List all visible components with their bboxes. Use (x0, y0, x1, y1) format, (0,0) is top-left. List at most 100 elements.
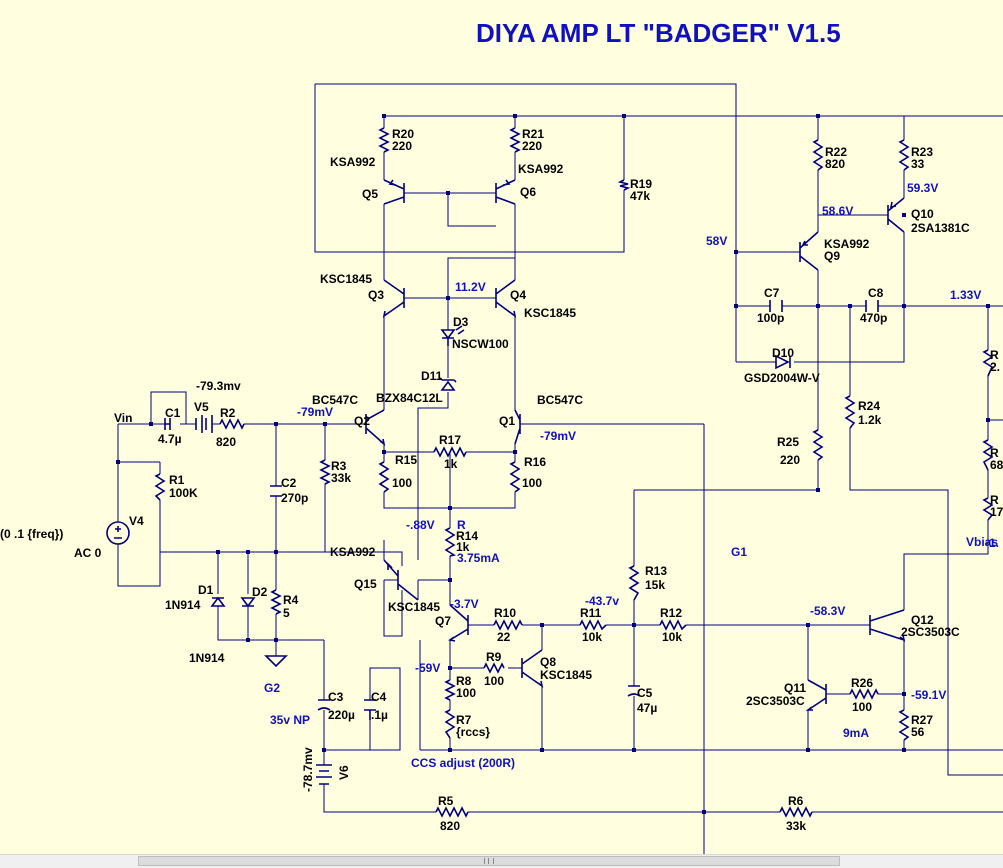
r27-ref: R27 (911, 713, 933, 727)
r8-value: 100 (456, 686, 476, 700)
r25-value: 220 (780, 453, 800, 467)
resistor-edge-c-symbol (982, 497, 994, 521)
r22-value: 820 (825, 157, 845, 171)
edge-resistor-c-ref: R (990, 493, 999, 507)
q7-ref: Q7 (435, 614, 451, 628)
q2-ref: Q2 (354, 414, 370, 428)
d10-ref: D10 (772, 346, 794, 360)
resistor-r21-symbol (509, 127, 521, 153)
diode-d10-symbol (775, 354, 791, 370)
d1-ref: D1 (198, 583, 214, 597)
resistor-r13-symbol (628, 565, 640, 601)
r12-value: 10k (662, 630, 682, 644)
resistor-r19-symbol (617, 179, 631, 191)
r2-ref: R2 (220, 406, 236, 420)
edge-resistor-b-value: 68 (990, 458, 1003, 472)
resistor-r23-symbol (898, 139, 910, 171)
r24-ref: R24 (858, 399, 880, 413)
d1-part: 1N914 (165, 598, 201, 612)
transistor-q15-symbol (383, 559, 419, 601)
edge-resistor-a-value: 2. (990, 360, 1000, 374)
capacitor-c4-symbol (364, 699, 376, 720)
r16-value: 100 (522, 476, 542, 490)
edge-resistor-a-ref: R (990, 348, 999, 362)
q9-part: KSA992 (824, 237, 870, 251)
resistor-r22-symbol (812, 139, 824, 171)
r6-ref: R6 (788, 794, 804, 808)
resistor-r12-symbol (659, 619, 687, 631)
q12-part: 2SC3503C (901, 625, 960, 639)
r15-value: 100 (392, 476, 412, 490)
resistor-r4-symbol (270, 589, 282, 615)
r20-ref: R20 (392, 127, 414, 141)
resistor-r17-symbol (433, 446, 467, 458)
transistor-q9-symbol (799, 231, 819, 271)
r14-ref: R14 (456, 529, 478, 543)
r26-value: 100 (852, 700, 872, 714)
transistor-q4-symbol (495, 279, 517, 318)
voltage-q2-base: -79mV (297, 405, 333, 419)
capacitor-c5-symbol (627, 685, 641, 697)
voltage-q1-base: -79mV (540, 429, 576, 443)
q9-ref: Q9 (824, 249, 840, 263)
resistor-r26-symbol (849, 688, 879, 700)
resistor-r24-symbol (844, 395, 856, 429)
capacitor-c8-symbol (865, 300, 879, 312)
q8-part: KSC1845 (540, 668, 592, 682)
c7-value: 100p (757, 311, 784, 325)
note-35v-np: 35v NP (270, 713, 310, 727)
resistor-r9-symbol (483, 662, 505, 674)
voltage-edge-neg-1: -1. (985, 536, 999, 550)
q7-part: KSC1845 (388, 600, 440, 614)
q4-ref: Q4 (510, 288, 526, 302)
transistor-q3-symbol (382, 279, 405, 318)
r10-value: 22 (497, 630, 511, 644)
resistor-r2-symbol (219, 418, 245, 430)
d2-part: 1N914 (189, 651, 225, 665)
r3-ref: R3 (331, 459, 347, 473)
r12-ref: R12 (660, 606, 682, 620)
v4-ref: V4 (129, 514, 144, 528)
q1-ref: Q1 (499, 414, 515, 428)
d11-ref: D11 (421, 369, 443, 383)
voltage-59-3v: 59.3V (907, 181, 938, 195)
r14-value: 1k (456, 540, 470, 554)
transistor-q2-symbol (365, 409, 386, 446)
transistor-q8-symbol (521, 649, 544, 688)
net-vbias: Vbias (966, 535, 998, 549)
r13-value: 15k (645, 578, 665, 592)
net-vin: Vin (114, 411, 132, 425)
voltage-58v: 58V (706, 234, 727, 248)
r19-value: 47k (630, 189, 650, 203)
d3-ref: D3 (453, 315, 469, 329)
r16-ref: R16 (524, 455, 546, 469)
voltage-neg-0-88v: -.88V (406, 518, 435, 532)
horizontal-scrollbar[interactable] (0, 854, 1003, 868)
resistor-r14-symbol (444, 527, 457, 557)
net-r: R (457, 518, 466, 532)
r4-ref: R4 (283, 593, 299, 607)
q15-part: KSA992 (330, 545, 376, 559)
transistor-q12-symbol (869, 609, 906, 642)
r4-value: 5 (283, 606, 290, 620)
r3-value: 33k (331, 471, 351, 485)
scrollbar-thumb[interactable] (138, 856, 840, 866)
r23-value: 33 (911, 157, 925, 171)
r1-ref: R1 (169, 473, 185, 487)
r15-ref: R15 (395, 453, 417, 467)
r21-value: 220 (522, 139, 542, 153)
r25-ref: R25 (777, 435, 799, 449)
r2-value: 820 (216, 435, 236, 449)
transistor-q6-symbol (495, 179, 516, 205)
r9-value: 100 (484, 674, 504, 688)
r17-ref: R17 (439, 433, 461, 447)
r27-value: 56 (911, 725, 925, 739)
r17-value: 1k (444, 457, 458, 471)
voltage-11-2v: 11.2V (455, 280, 486, 294)
component-labels: R20 220 R21 220 KSA992 KSA992 Q5 Q6 R19 … (0, 127, 1003, 833)
v4-line1: (0 .1 {freq}) (0, 527, 63, 541)
r11-ref: R11 (580, 606, 602, 620)
r23-ref: R23 (911, 145, 933, 159)
v6-value: -78.7mv (301, 747, 315, 792)
